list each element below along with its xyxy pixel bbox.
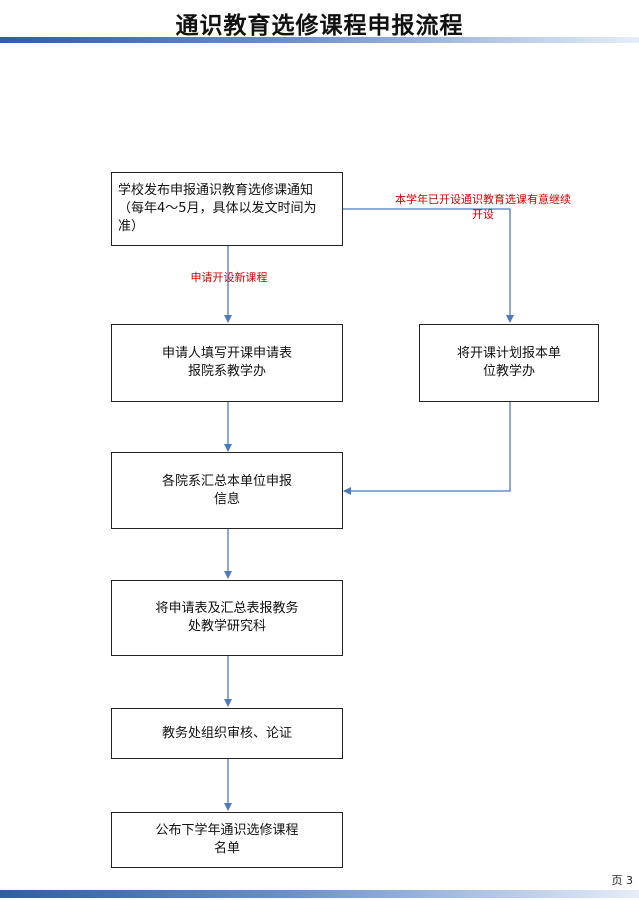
branch-label-continue-course: 本学年已开设通识教育选课有意继续开设 bbox=[395, 193, 571, 221]
step-submit-to-academic-affairs-text: 将申请表及汇总表报教务处教学研究科 bbox=[155, 601, 299, 634]
step-collect-info-text: 各院系汇总本单位申报信息 bbox=[162, 473, 293, 507]
step-report-plan-text: 将开课计划报本单位教学办 bbox=[456, 346, 561, 379]
page-title: 通识教育选修课程申报流程 bbox=[175, 12, 464, 39]
branch-label-new-course: 申请开设新课程 bbox=[190, 271, 268, 284]
step-publish-list: 公布下学年通识选修课程名单 bbox=[111, 812, 343, 868]
step-publish-list-text: 公布下学年通识选修课程名单 bbox=[155, 823, 299, 856]
step-submit-to-academic-affairs: 将申请表及汇总表报教务处教学研究科 bbox=[111, 580, 343, 656]
step-publish-notice-text: 学校发布申报通识教育选修课通知（每年4～5月，具体以发文时间为准） bbox=[118, 183, 317, 234]
step-review: 教务处组织审核、论证 bbox=[111, 708, 343, 759]
arrow-continue-to-step3 bbox=[343, 402, 511, 495]
step-review-text: 教务处组织审核、论证 bbox=[161, 725, 292, 741]
step-report-plan: 将开课计划报本单位教学办 bbox=[419, 324, 599, 402]
step-fill-application-text: 申请人填写开课申请表报院系教学办 bbox=[161, 346, 292, 379]
footer-accent-bar bbox=[0, 890, 639, 898]
step-fill-application: 申请人填写开课申请表报院系教学办 bbox=[111, 324, 343, 402]
step-publish-notice: 学校发布申报通识教育选修课通知（每年4～5月，具体以发文时间为准） bbox=[111, 172, 343, 246]
header-accent-bar bbox=[0, 37, 639, 43]
page-number: 页 3 bbox=[611, 874, 634, 887]
arrow-step1-to-continue bbox=[343, 208, 514, 323]
step-collect-info: 各院系汇总本单位申报信息 bbox=[111, 452, 343, 529]
